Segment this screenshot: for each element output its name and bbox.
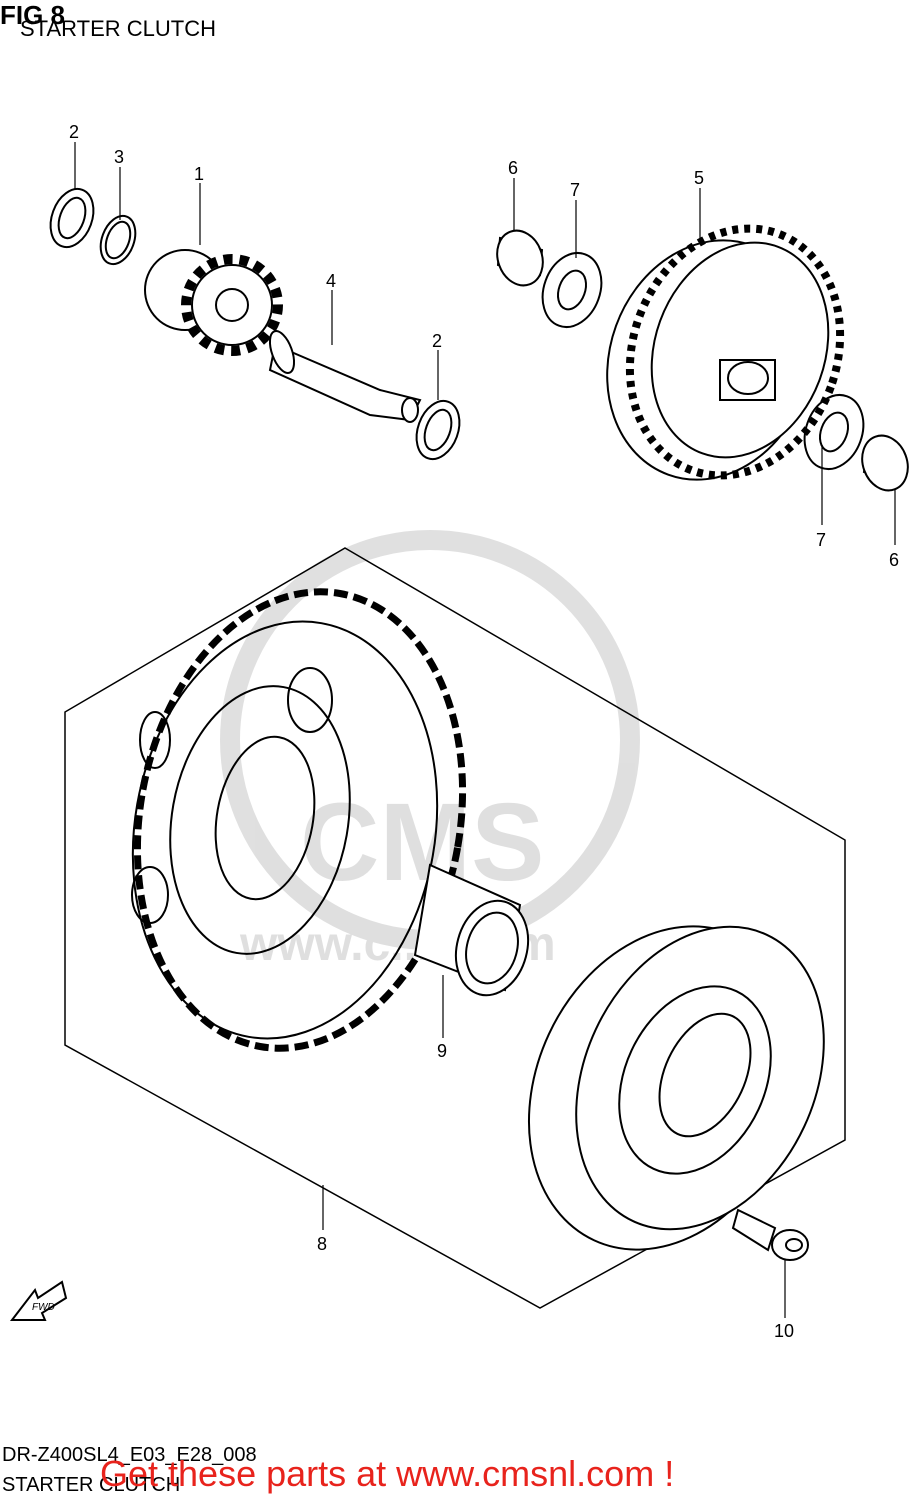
- part-4-shaft: [268, 330, 422, 423]
- part-7-washer-right: [803, 394, 865, 470]
- label-3: 3: [114, 147, 124, 167]
- part-5-gear-assembly: [606, 224, 845, 481]
- label-2b: 2: [432, 331, 442, 351]
- label-4: 4: [326, 271, 336, 291]
- label-7a: 7: [570, 180, 580, 200]
- figure-subtitle: STARTER CLUTCH: [20, 16, 216, 41]
- part-3-circlip: [99, 214, 137, 266]
- part-2-washer-right: [415, 399, 461, 461]
- part-1-idle-gear: [144, 249, 283, 356]
- leader-lines: [74, 142, 896, 1318]
- watermark-text: CMS: [300, 781, 544, 904]
- footer-subtitle: STARTER CLUTCH: [2, 1474, 181, 1496]
- diagram-code: DR-Z400SL4_E03_E28_008: [2, 1444, 257, 1466]
- label-9: 9: [437, 1041, 447, 1061]
- label-8: 8: [317, 1234, 327, 1254]
- label-5: 5: [694, 168, 704, 188]
- figure-number: FIG 8: [0, 0, 66, 30]
- part-7-washer-top: [541, 252, 603, 328]
- fwd-label: FWD: [32, 1302, 55, 1313]
- part-2-washer-left: [49, 187, 95, 249]
- part-10-bolt: [731, 1208, 809, 1261]
- label-10: 10: [774, 1321, 794, 1341]
- label-6b: 6: [889, 550, 899, 570]
- part-9-needle-bearing: [413, 863, 530, 997]
- part-6-bushing-right: [861, 434, 909, 492]
- part-8-group-box: [64, 547, 846, 1309]
- fwd-arrow: FWD: [9, 1280, 68, 1321]
- label-6a: 6: [508, 158, 518, 178]
- label-2a: 2: [69, 122, 79, 142]
- one-way-clutch: [527, 925, 825, 1251]
- label-1: 1: [194, 164, 204, 184]
- label-7b: 7: [816, 530, 826, 550]
- cmsnl-banner-link[interactable]: Get these parts at www.cmsnl.com !: [100, 1453, 675, 1494]
- part-6-bushing-top: [496, 229, 544, 287]
- part-8-starter-driven-gear: [131, 588, 467, 1052]
